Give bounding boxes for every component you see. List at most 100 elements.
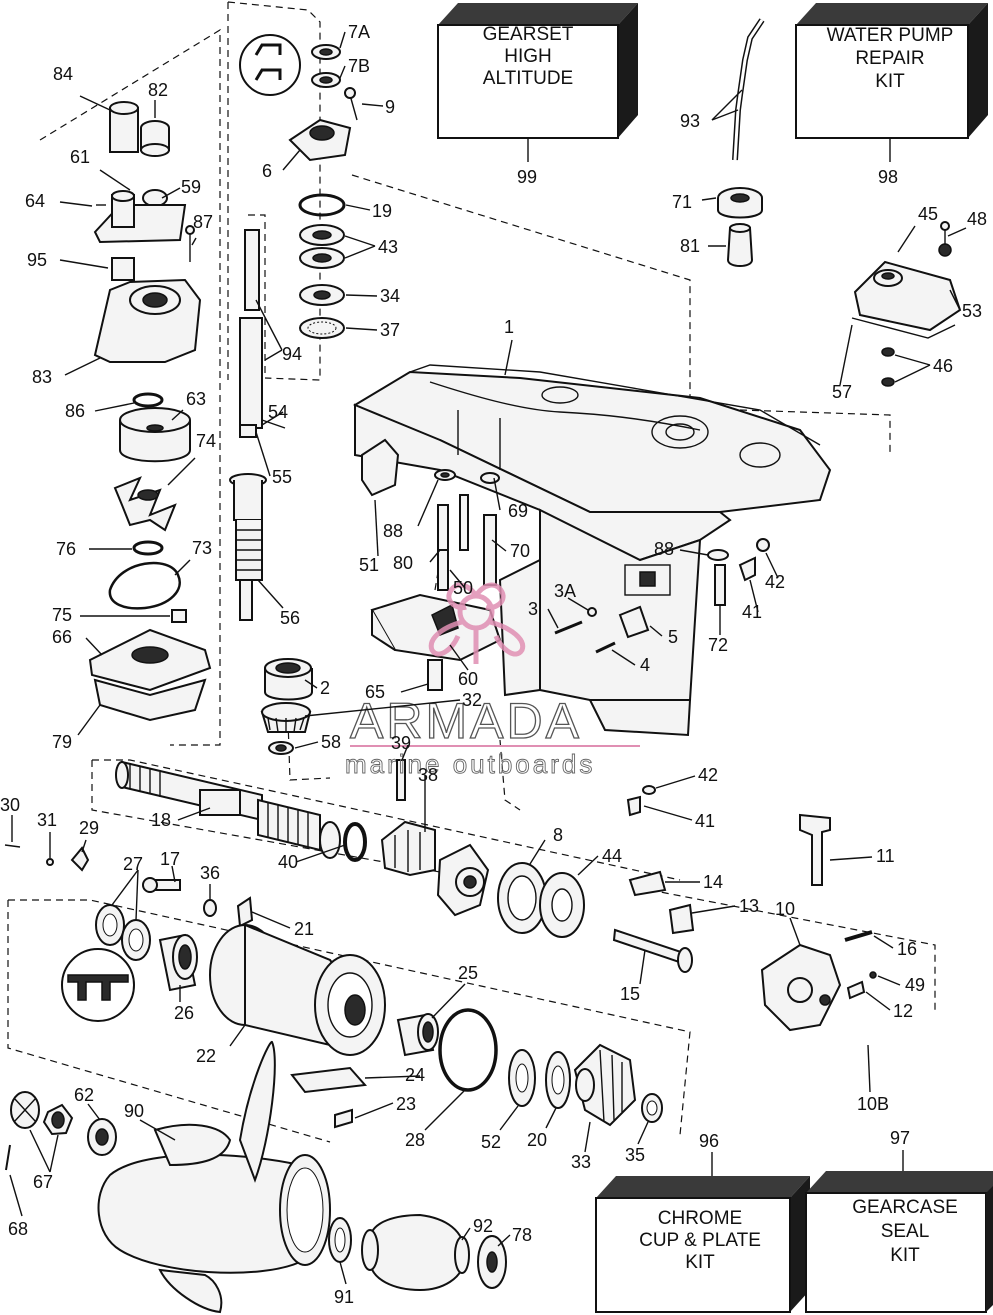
kit-water-pump-line-3: KIT — [875, 71, 905, 92]
part-label-9: 9 — [385, 97, 395, 117]
part-label-71: 71 — [672, 192, 692, 212]
leader-line — [345, 294, 378, 297]
leader-line — [449, 644, 469, 671]
leader-line — [894, 354, 931, 366]
part-label-34: 34 — [380, 286, 400, 306]
leader-line — [255, 299, 283, 351]
leader-line — [282, 149, 301, 171]
kit-number-water-pump: 98 — [878, 167, 898, 187]
part-label-15: 15 — [620, 984, 640, 1004]
part-label-18: 18 — [151, 810, 171, 830]
leader-line — [497, 1234, 511, 1247]
part-label-63: 63 — [186, 389, 206, 409]
leader-line — [865, 991, 891, 1011]
leader-line — [59, 201, 93, 207]
leader-line — [191, 237, 197, 246]
part-label-90: 90 — [124, 1101, 144, 1121]
part-label-6: 6 — [262, 161, 272, 181]
part-label-3: 3 — [528, 599, 538, 619]
leader-line — [493, 477, 501, 511]
propeller-parts — [5, 1040, 507, 1314]
part-label-72: 72 — [708, 635, 728, 655]
driveshaft-parts — [229, 34, 443, 755]
part-label-78: 78 — [512, 1225, 532, 1245]
part-label-70: 70 — [510, 541, 530, 561]
leader-line — [354, 1102, 394, 1119]
part-label-31: 31 — [37, 810, 57, 830]
leader-line — [639, 949, 646, 985]
leader-line — [111, 869, 139, 906]
leader-line — [295, 844, 346, 863]
part-label-26: 26 — [174, 1003, 194, 1023]
part-label-3a: 3A — [554, 581, 576, 601]
part-label-32: 32 — [462, 690, 482, 710]
part-label-28: 28 — [405, 1130, 425, 1150]
kit-chrome-cup-line-1: CHROME — [658, 1208, 742, 1229]
part-label-12: 12 — [893, 1001, 913, 1021]
leader-line — [339, 65, 346, 79]
leader-line — [81, 839, 87, 853]
part-label-24: 24 — [405, 1065, 425, 1085]
part-label-22: 22 — [196, 1046, 216, 1066]
part-label-14: 14 — [703, 872, 723, 892]
armada-watermark: ARMADA marine outboards — [345, 582, 640, 779]
kit-chrome-cup-line-3: KIT — [685, 1252, 715, 1273]
leader-line — [877, 975, 901, 986]
part-label-29: 29 — [79, 818, 99, 838]
leader-line — [499, 1105, 519, 1131]
gearcase-housing — [353, 364, 832, 737]
part-label-36: 36 — [200, 863, 220, 883]
part-label-33: 33 — [571, 1152, 591, 1172]
leader-line — [171, 409, 184, 421]
leader-line — [257, 579, 284, 609]
part-label-42-lower: 42 — [698, 765, 718, 785]
part-label-39: 39 — [391, 733, 411, 753]
water-tube-parts — [717, 18, 765, 267]
leader-line — [611, 649, 636, 666]
part-label-4: 4 — [640, 655, 650, 675]
part-label-59: 59 — [181, 177, 201, 197]
leader-line — [251, 911, 291, 929]
kit-number-gearset: 99 — [517, 167, 537, 187]
part-label-54: 54 — [268, 402, 288, 422]
part-label-91: 91 — [334, 1287, 354, 1307]
part-label-17: 17 — [160, 849, 180, 869]
kit-gearset-line-3: ALTITUDE — [483, 68, 573, 89]
part-label-62: 62 — [74, 1085, 94, 1105]
part-label-68: 68 — [8, 1219, 28, 1239]
leader-line — [304, 679, 318, 689]
kit-box-chrome-cup: CHROME CUP & PLATE KIT — [595, 1152, 810, 1313]
leader-line — [829, 856, 873, 861]
leader-line — [64, 357, 101, 376]
leader-line — [79, 95, 111, 111]
leader-line — [449, 569, 466, 589]
part-label-82: 82 — [148, 80, 168, 100]
kit-box-water-pump: WATER PUMP REPAIR KIT — [795, 3, 988, 162]
part-label-23: 23 — [396, 1094, 416, 1114]
part-label-79: 79 — [52, 732, 72, 752]
watermark-tagline: marine outboards — [345, 749, 595, 779]
dashed-group-lines — [7, 1, 936, 1143]
leader-line — [529, 839, 546, 865]
leader-line — [545, 1107, 557, 1129]
leader-line — [345, 204, 371, 211]
part-label-40: 40 — [278, 852, 298, 872]
leader-line — [417, 479, 439, 527]
leader-line — [29, 1129, 51, 1173]
leader-line — [584, 1121, 591, 1153]
leader-line — [94, 402, 135, 412]
leader-line — [161, 187, 181, 199]
part-label-88-left: 88 — [383, 521, 403, 541]
leader-line — [577, 855, 599, 876]
watermark-brand: ARMADA — [350, 693, 582, 749]
part-label-84: 84 — [53, 64, 73, 84]
leader-line — [424, 1089, 466, 1131]
leader-line — [711, 109, 739, 121]
part-label-51: 51 — [359, 555, 379, 575]
leader-line — [491, 539, 507, 552]
part-label-10b: 10B — [857, 1094, 889, 1114]
part-label-94: 94 — [282, 344, 302, 364]
part-label-92: 92 — [473, 1216, 493, 1236]
leader-line — [839, 324, 853, 386]
